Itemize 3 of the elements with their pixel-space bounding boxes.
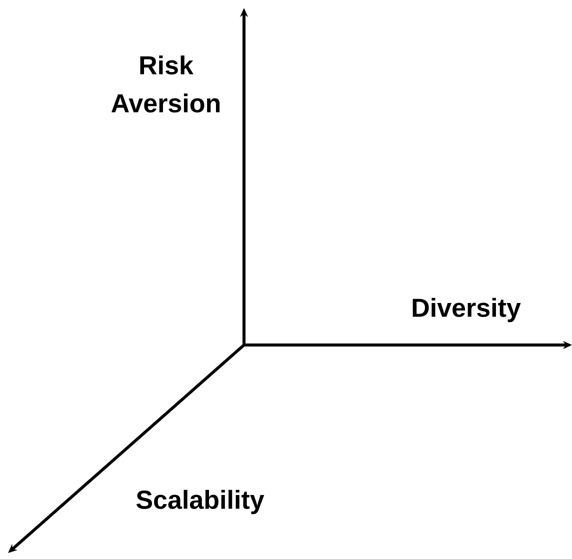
axis-label: Diversity <box>412 298 521 322</box>
axis-label: Scalability <box>136 490 264 514</box>
axis-label: Risk Aversion <box>112 55 220 113</box>
